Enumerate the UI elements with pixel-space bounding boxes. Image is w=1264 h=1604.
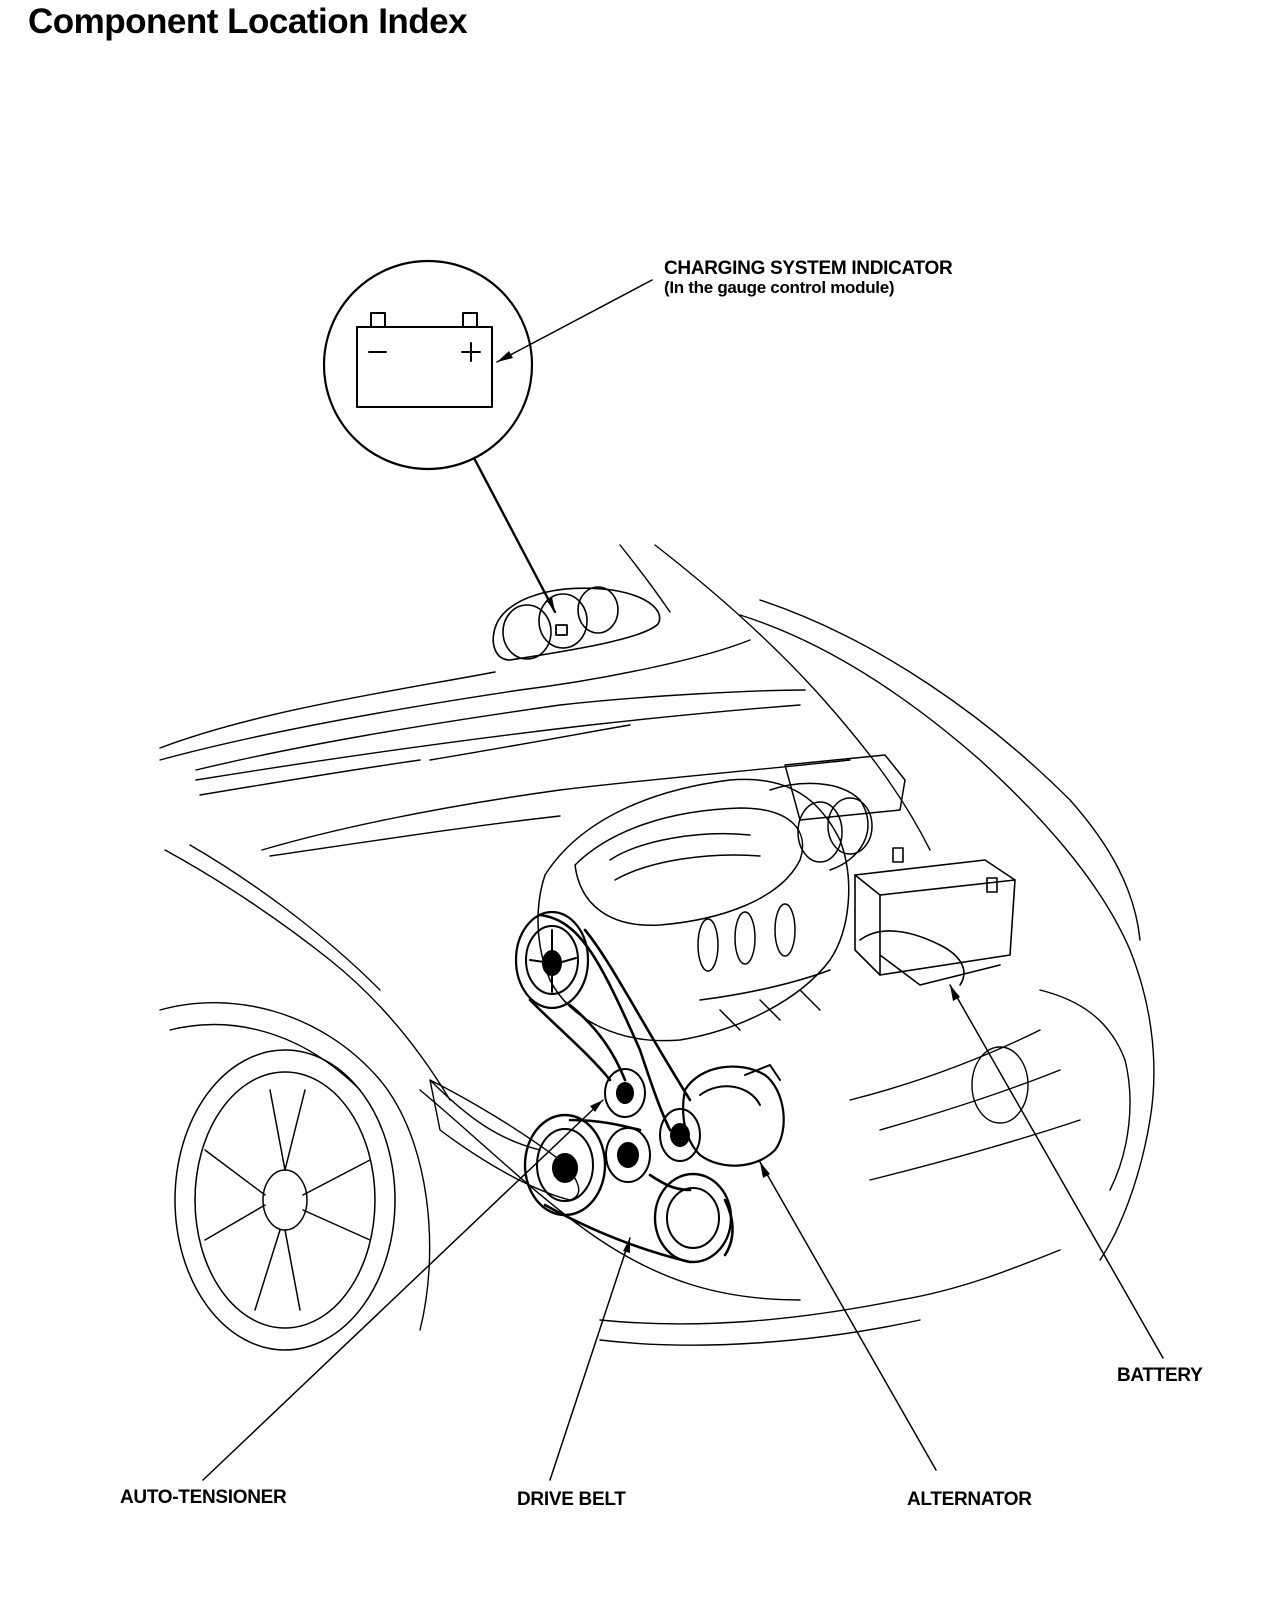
car-body xyxy=(159,544,1155,1346)
engine xyxy=(537,754,906,1042)
compressor-pulley xyxy=(653,1172,733,1264)
battery-callout: BATTERY xyxy=(1117,1365,1203,1386)
magnifier-leader xyxy=(472,456,557,614)
auto-tensioner-callout: AUTO-TENSIONER xyxy=(120,1487,287,1508)
alternator-callout: ALTERNATOR xyxy=(907,1489,1032,1510)
charging-indicator-sublabel: (In the gauge control module) xyxy=(664,278,895,297)
battery-warning-icon xyxy=(356,312,493,408)
indicator-magnifier xyxy=(322,259,534,471)
top-pulley xyxy=(514,910,590,1010)
lower-pulley xyxy=(523,1113,607,1217)
charging-indicator-label: CHARGING SYSTEM INDICATOR xyxy=(664,258,953,279)
idler-pulley xyxy=(604,1068,646,1118)
charging-indicator-callout: CHARGING SYSTEM INDICATOR (In the gauge … xyxy=(664,258,953,297)
drive-belt-assembly xyxy=(514,910,785,1264)
tensioner-pulley xyxy=(605,1127,651,1183)
battery-component xyxy=(854,847,1016,986)
callout-leaders xyxy=(202,279,1164,1481)
front-wheel xyxy=(174,1049,396,1351)
alternator-component xyxy=(659,1064,785,1167)
gauge-cluster xyxy=(492,586,661,661)
drive-belt-callout: DRIVE BELT xyxy=(517,1489,626,1510)
page-title: Component Location Index xyxy=(28,2,468,41)
